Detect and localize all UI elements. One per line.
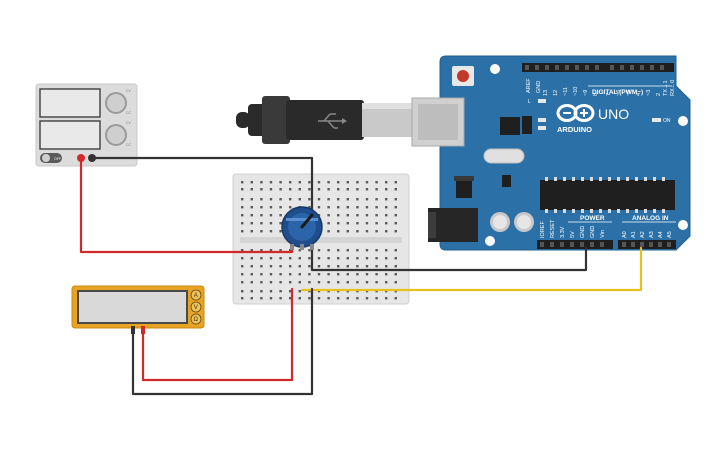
wire-black-probe[interactable] bbox=[131, 287, 314, 396]
positive-terminal[interactable] bbox=[77, 154, 85, 162]
power-label: POWER bbox=[580, 215, 605, 222]
probe-red[interactable] bbox=[141, 326, 145, 334]
pin-label: 12 bbox=[553, 90, 559, 96]
brand-label: ARDUINO bbox=[557, 125, 592, 134]
knob-label: CV bbox=[126, 89, 132, 93]
usb-chip bbox=[500, 117, 520, 135]
pin-label: 8 bbox=[593, 93, 599, 96]
pin-label-gnd: GND bbox=[536, 81, 542, 93]
power-switch[interactable]: OFF bbox=[40, 153, 62, 163]
mode-a-button[interactable]: A bbox=[190, 289, 202, 301]
pin-label: A1 bbox=[631, 231, 637, 238]
microcontroller-chip bbox=[540, 180, 675, 210]
mounting-hole bbox=[678, 116, 688, 126]
potentiometer[interactable] bbox=[281, 206, 323, 250]
dc-power-supply[interactable]: CV CC CV CC OFF bbox=[35, 83, 138, 167]
led-rx bbox=[538, 126, 546, 130]
pin-label: ~3 bbox=[646, 90, 652, 96]
svg-text:A: A bbox=[194, 293, 198, 299]
knob-label: CC bbox=[126, 111, 132, 115]
pin-label: 13 bbox=[543, 90, 549, 96]
led-on-label: ON bbox=[663, 118, 671, 124]
power-pin-labels: IOREF RESET 3.3V 5V GND GND Vin bbox=[540, 219, 606, 238]
pin-label: GND bbox=[580, 226, 586, 238]
reset-button[interactable] bbox=[452, 66, 474, 86]
mounting-hole bbox=[490, 64, 500, 74]
mode-ohm-button[interactable]: Ω bbox=[190, 313, 202, 325]
led-on bbox=[652, 118, 661, 122]
switch-label: OFF bbox=[54, 157, 61, 161]
svg-text:V: V bbox=[194, 305, 198, 311]
mounting-hole bbox=[678, 220, 688, 230]
analog-label: ANALOG IN bbox=[632, 215, 669, 222]
usb-symbol-icon bbox=[318, 113, 347, 129]
analog-header[interactable] bbox=[618, 240, 676, 249]
breadboard[interactable] bbox=[232, 173, 410, 305]
wire-red-probe[interactable] bbox=[141, 287, 294, 382]
pin-label: ~5 bbox=[626, 90, 632, 96]
pin-label: TX→1 bbox=[663, 80, 669, 96]
pin-label: IOREF bbox=[540, 221, 546, 238]
voltage-display bbox=[39, 88, 101, 118]
pin-label-aref: AREF bbox=[526, 78, 532, 93]
pin-label: ~9 bbox=[583, 90, 589, 96]
mounting-hole bbox=[485, 236, 495, 246]
svg-text:Ω: Ω bbox=[194, 317, 199, 323]
pin-label: ~6 bbox=[616, 90, 622, 96]
pin-label: 5V bbox=[570, 231, 576, 238]
mode-v-button[interactable]: V bbox=[190, 301, 202, 313]
crystal-oscillator bbox=[483, 148, 525, 164]
potentiometer-knob-icon bbox=[300, 213, 314, 229]
led-tx bbox=[538, 118, 546, 122]
dc-power-jack bbox=[428, 208, 478, 242]
knob-label: CV bbox=[126, 121, 132, 125]
current-display bbox=[39, 120, 101, 150]
pin-label: ~10 bbox=[573, 87, 579, 96]
usb-cable[interactable] bbox=[236, 96, 414, 144]
pin-label: Vin bbox=[600, 230, 606, 238]
power-header[interactable] bbox=[537, 240, 613, 249]
pin-label: A3 bbox=[649, 231, 655, 238]
led-l-label: L bbox=[528, 99, 531, 105]
pin-label: 4 bbox=[636, 93, 642, 96]
pin-label: 2 bbox=[656, 93, 662, 96]
pin-label: RESET bbox=[550, 219, 556, 238]
wire-yellow-pot-to-a1[interactable] bbox=[300, 246, 643, 292]
pin-label: A0 bbox=[622, 231, 628, 238]
digital-label: DIGITAL (PWM~) bbox=[592, 89, 643, 96]
voltage-regulator bbox=[456, 180, 472, 198]
multimeter[interactable]: A V Ω bbox=[71, 285, 205, 334]
knob-label: CC bbox=[126, 143, 132, 147]
pin-label: A5 bbox=[667, 231, 673, 238]
multimeter-display bbox=[77, 290, 188, 324]
wire-black-supply-to-pot[interactable] bbox=[90, 156, 314, 212]
pin-label: ~11 bbox=[563, 87, 569, 96]
pin-label: A4 bbox=[658, 231, 664, 238]
model-label: UNO bbox=[598, 106, 629, 122]
voltage-knob[interactable] bbox=[105, 92, 127, 114]
pin-label: RX←0 bbox=[670, 80, 676, 96]
breadboard-holes bbox=[241, 181, 397, 300]
wire-black-pot-to-gnd[interactable] bbox=[310, 242, 588, 272]
probe-black[interactable] bbox=[131, 326, 135, 334]
led-l bbox=[538, 99, 546, 103]
pin-label: 7 bbox=[606, 93, 612, 96]
arduino-logo-icon bbox=[556, 104, 595, 122]
pin-label: 3.3V bbox=[560, 226, 566, 238]
pin-label: A2 bbox=[640, 231, 646, 238]
pin-label: GND bbox=[590, 226, 596, 238]
current-knob[interactable] bbox=[105, 124, 127, 146]
